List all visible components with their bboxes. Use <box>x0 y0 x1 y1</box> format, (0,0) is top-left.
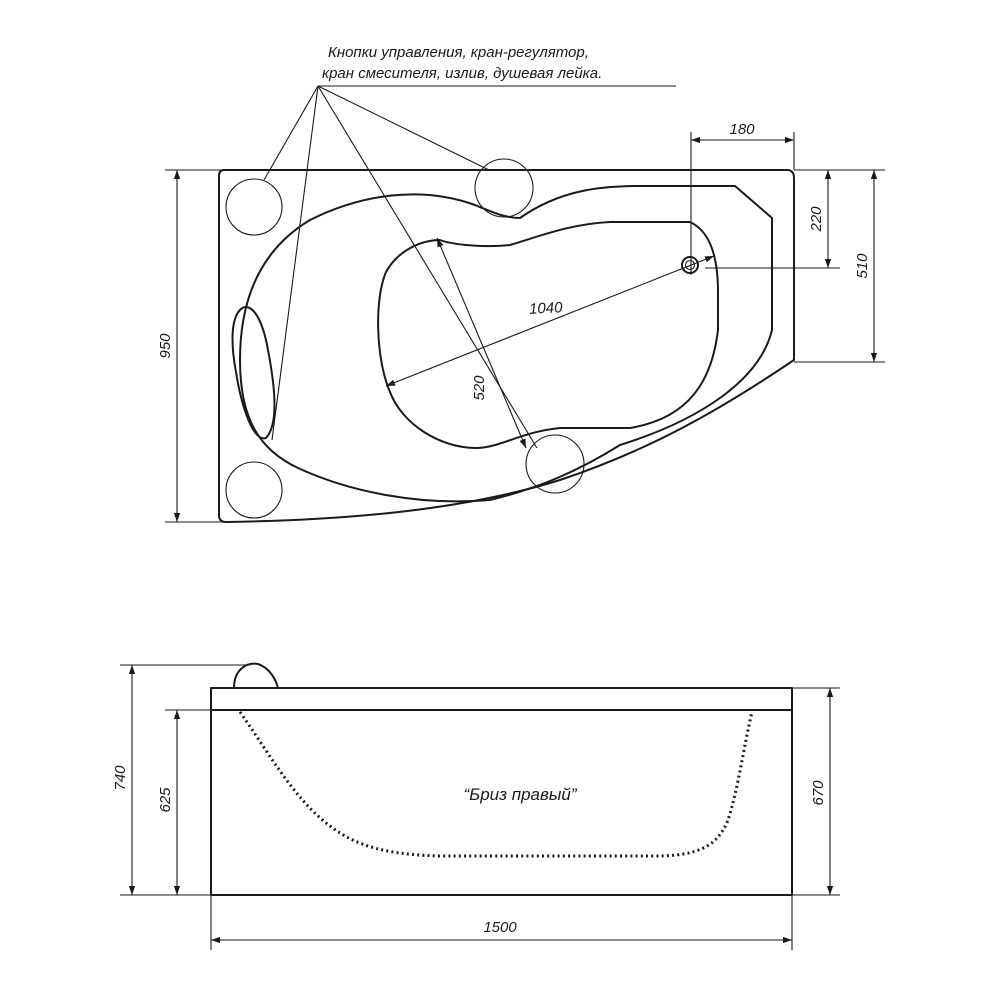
side-bowl-profile <box>238 711 754 858</box>
side-top-rim <box>210 687 793 711</box>
dimension-510: 510 <box>854 170 878 362</box>
dimension-180-label: 180 <box>729 121 755 138</box>
dimension-950-label: 950 <box>157 333 174 359</box>
dimension-520: 520 <box>436 237 527 449</box>
annotation: Кнопки управления, кран-регулятор, кран … <box>263 44 676 449</box>
annotation-line-2: кран смесителя, излив, душевая лейка. <box>322 65 602 82</box>
control-circle-bottom-left <box>225 461 283 519</box>
dimension-1040: 1040 <box>385 255 715 387</box>
inner-bowl-contour <box>377 221 719 449</box>
bathtub-side-view: “Бриз правый” 740 625 670 1500 <box>112 662 840 950</box>
dimension-520-label: 520 <box>471 375 488 401</box>
dimension-950: 950 <box>157 169 224 523</box>
outer-rim-outline <box>218 169 795 523</box>
control-circle-top-middle <box>474 158 534 218</box>
annotation-leader-lines <box>263 85 538 449</box>
dimension-670-label: 670 <box>810 780 827 806</box>
side-headrest <box>233 662 279 689</box>
dimension-1500-label: 1500 <box>483 919 517 936</box>
outer-bowl-contour <box>239 185 773 503</box>
dimension-1500: 1500 <box>210 895 793 950</box>
dimension-625: 625 <box>157 709 211 895</box>
headrest-pillow <box>231 306 276 440</box>
bathtub-top-view: 180 220 510 950 1040 <box>157 121 885 523</box>
dimension-220: 220 <box>808 170 832 268</box>
control-circle-bottom-middle <box>525 434 585 494</box>
side-front-panel <box>210 709 793 896</box>
dimension-1040-label: 1040 <box>529 299 564 318</box>
dimension-740: 740 <box>112 664 250 896</box>
control-circle-top-left <box>225 178 283 236</box>
dimension-670: 670 <box>792 687 840 896</box>
annotation-line-1: Кнопки управления, кран-регулятор, <box>328 44 589 61</box>
dimension-510-label: 510 <box>854 253 871 279</box>
dimension-220-label: 220 <box>808 206 825 233</box>
dimension-740-label: 740 <box>112 765 129 791</box>
dimension-625-label: 625 <box>157 787 174 813</box>
model-name-label: “Бриз правый” <box>463 785 577 804</box>
dimension-180: 180 <box>690 121 795 275</box>
